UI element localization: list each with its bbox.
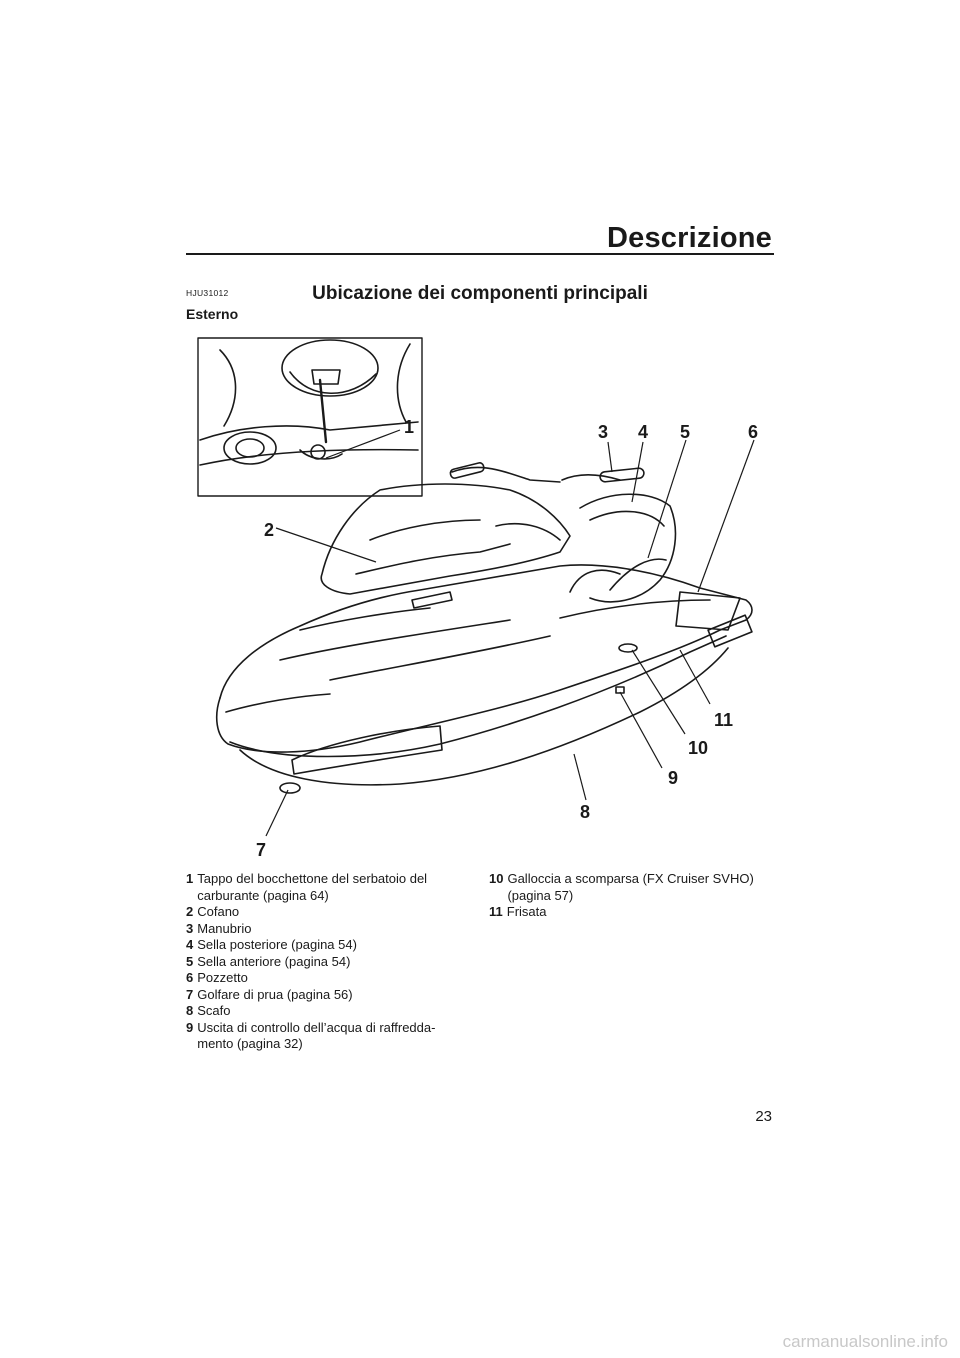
callout-5: 5 bbox=[680, 422, 690, 442]
callout-4: 4 bbox=[638, 422, 648, 442]
legend-item: 2 Cofano bbox=[186, 904, 471, 921]
subsection-title: Esterno bbox=[186, 306, 239, 322]
callout-8: 8 bbox=[580, 802, 590, 822]
legend-text: Scafo bbox=[197, 1003, 231, 1018]
legend-item: 8 Scafo bbox=[186, 1003, 471, 1020]
legend-item: 7 Golfare di prua (pagina 56) bbox=[186, 987, 471, 1004]
callout-1: 1 bbox=[404, 417, 414, 437]
legend-text: Uscita di controllo dell’acqua di raffre… bbox=[197, 1019, 436, 1052]
callout-10: 10 bbox=[688, 738, 708, 758]
legend-text: Galloccia a scomparsa (FX Cruiser SVHO) … bbox=[507, 871, 754, 903]
page-number: 23 bbox=[755, 1108, 772, 1125]
legend-item: 6 Pozzetto bbox=[186, 970, 471, 987]
legend-text: Golfare di prua (pagina 56) bbox=[197, 986, 353, 1002]
legend-item: 5 Sella anteriore (pagina 54) bbox=[186, 954, 471, 971]
legend-number: 3 bbox=[186, 920, 194, 936]
legend-item: 4 Sella posteriore (pagina 54) bbox=[186, 937, 471, 954]
legend-number: 5 bbox=[186, 953, 194, 969]
legend-number: 11 bbox=[489, 904, 503, 919]
callout-7: 7 bbox=[256, 840, 266, 860]
page-header-title: Descrizione bbox=[607, 222, 772, 254]
legend-text: Sella posteriore (pagina 54) bbox=[197, 937, 357, 952]
legend-item: 3 Manubrio bbox=[186, 921, 471, 938]
legend-item: 1 Tappo del bocchettone del serbatoio de… bbox=[186, 871, 471, 904]
callout-6: 6 bbox=[748, 422, 758, 442]
watercraft-drawing: 1 2 3 4 5 6 7 8 9 10 11 bbox=[197, 337, 758, 860]
legend-number: 4 bbox=[186, 937, 194, 952]
legend-right-column: 10 Galloccia a scomparsa (FX Cruiser SVH… bbox=[489, 871, 774, 921]
legend-item: 10 Galloccia a scomparsa (FX Cruiser SVH… bbox=[489, 871, 774, 904]
section-code: HJU31012 bbox=[186, 288, 229, 298]
callout-11: 11 bbox=[714, 710, 733, 730]
legend-item: 9 Uscita di controllo dell’acqua di raff… bbox=[186, 1020, 471, 1053]
legend-number: 6 bbox=[186, 970, 194, 985]
legend-text: Sella anteriore (pagina 54) bbox=[197, 953, 351, 969]
legend-number: 2 bbox=[186, 904, 194, 919]
legend-number: 10 bbox=[489, 871, 504, 886]
legend-left-column: 1 Tappo del bocchettone del serbatoio de… bbox=[186, 871, 471, 1053]
callout-9: 9 bbox=[668, 768, 678, 788]
header-rule bbox=[186, 253, 774, 255]
watercraft-illustration: 1 2 3 4 5 6 7 8 9 10 11 bbox=[180, 330, 780, 870]
legend-text: Manubrio bbox=[197, 920, 252, 936]
legend-text: Cofano bbox=[197, 904, 240, 919]
legend-text: Frisata bbox=[506, 904, 547, 919]
callout-3: 3 bbox=[598, 422, 608, 442]
legend-number: 7 bbox=[186, 986, 194, 1002]
legend-item: 11 Frisata bbox=[489, 904, 774, 921]
callout-2: 2 bbox=[264, 520, 274, 540]
inset-frame bbox=[197, 337, 423, 497]
legend-number: 8 bbox=[186, 1003, 194, 1018]
site-watermark: carmanualsonline.info bbox=[782, 1332, 948, 1351]
legend-number: 9 bbox=[186, 1019, 194, 1035]
section-title: Ubicazione dei componenti principali bbox=[312, 283, 648, 304]
legend-text: Tappo del bocchettone del serbatoio del … bbox=[197, 871, 428, 903]
legend-text: Pozzetto bbox=[197, 970, 248, 985]
legend-number: 1 bbox=[186, 871, 194, 886]
